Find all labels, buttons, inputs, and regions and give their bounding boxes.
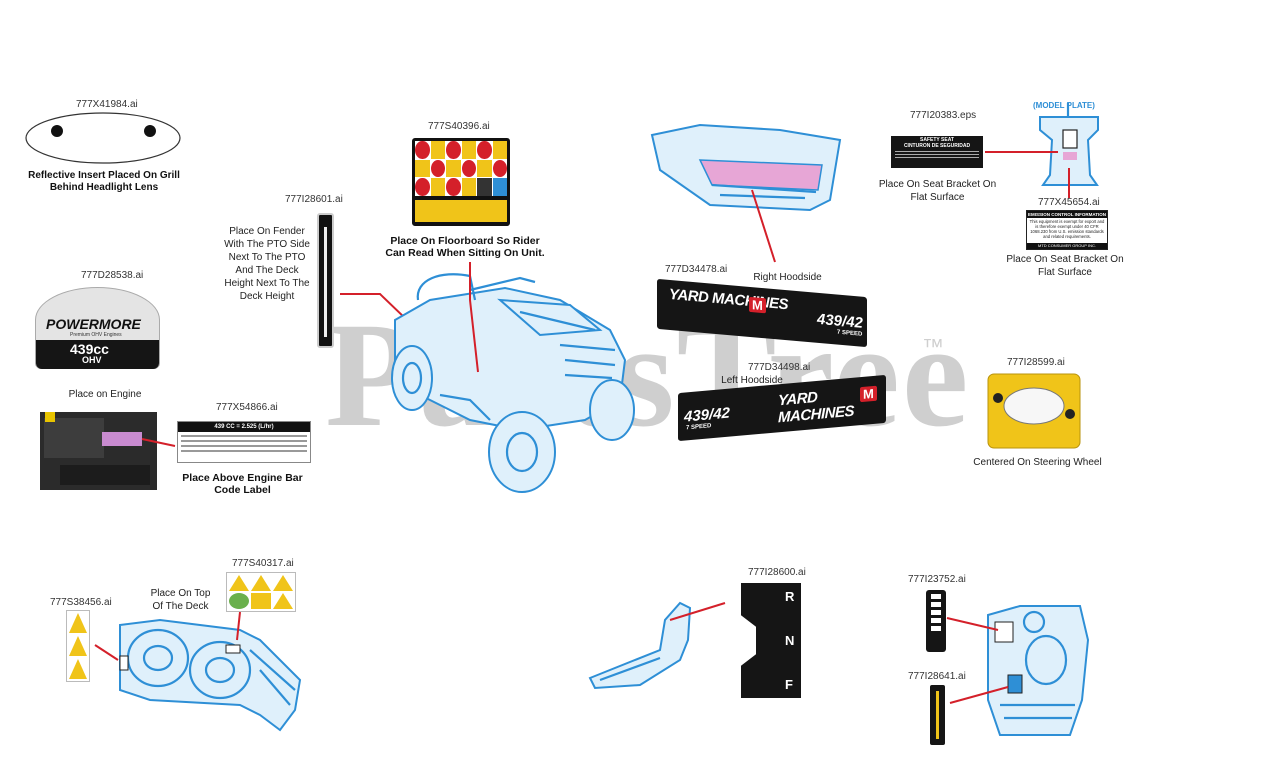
hood-illustration (650, 123, 842, 212)
powermore-caption: Place on Engine (68, 389, 142, 400)
powermore-brand: POWERMORE (46, 316, 141, 332)
powermore-ohv: OHV (82, 355, 102, 365)
fuel-caption: Place Above Engine Bar Code Label (182, 472, 303, 496)
deck-top-code: 777S40317.ai (232, 558, 294, 569)
seat-caption: Place On Seat Bracket On Flat Surface (878, 179, 997, 203)
deck-illustration (119, 618, 302, 732)
left-hoodside-model: 439/42 (684, 404, 730, 426)
fuel-code: 777X54866.ai (216, 402, 278, 413)
deck-top-caption: Place On Top Of The Deck (150, 588, 211, 612)
trademark-symbol: ™ (922, 334, 944, 359)
emission-title: EMISSION CONTROL INFORMATION (1027, 211, 1107, 218)
reflective-dot-right (144, 125, 156, 137)
right-hoodside-brand: YARD MACHINES (669, 285, 789, 314)
right-hoodside-code: 777D34478.ai (665, 264, 728, 275)
left-hoodside-code: 777D34498.ai (748, 362, 811, 373)
powermore-code: 777D28538.ai (81, 270, 144, 281)
fender-decal (317, 213, 334, 348)
seat-title: SAFETY SEAT (920, 137, 954, 143)
seat-code: 777I20383.eps (910, 110, 977, 121)
dash-upper-decal (926, 590, 946, 652)
powermore-sub: Premium OHV Engines (70, 332, 122, 338)
fuel-header: 439 CC = 2.525 (L/hr) (178, 422, 310, 432)
reflective-caption: Reflective Insert Placed On Grill Behind… (28, 170, 180, 193)
emission-body: This equipment is exempt for export and … (1029, 219, 1105, 239)
tractor-illustration (391, 273, 635, 493)
deck-top-decal (226, 572, 296, 612)
fuel-decal: 439 CC = 2.525 (L/hr) (177, 421, 311, 463)
emission-caption: Place On Seat Bracket On Flat Surface (1006, 254, 1124, 278)
reflective-dot-left (51, 125, 63, 137)
seat-decal: SAFETY SEAT CINTURON DE SEGURIDAD (891, 136, 983, 168)
dash-upper-code: 777I23752.ai (908, 574, 966, 585)
emission-decal: EMISSION CONTROL INFORMATION This equipm… (1026, 210, 1108, 250)
left-hoodside-badge: M (860, 385, 877, 403)
steering-caption: Centered On Steering Wheel (973, 457, 1102, 468)
floorboard-caption: Place On Floorboard So Rider Can Read Wh… (385, 235, 545, 259)
deck-side-decal (66, 610, 90, 682)
right-hoodside-model: 439/42 (817, 310, 863, 332)
steering-decal (987, 373, 1081, 449)
reflective-insert-oval (25, 112, 181, 164)
floorboard-code: 777S40396.ai (428, 121, 490, 132)
reflective-code: 777X41984.ai (76, 99, 138, 110)
left-hoodside-caption: Left Hoodside (721, 375, 783, 386)
floorboard-decal (412, 138, 510, 226)
shift-n: N (785, 633, 795, 648)
powermore-size: 439cc (70, 341, 109, 357)
engine-photo (40, 412, 157, 490)
dash-panel-illustration (987, 605, 1090, 736)
model-plate-drawing (1039, 103, 1099, 186)
right-hoodside-badge: M (749, 296, 766, 314)
shift-r: R (785, 589, 795, 604)
right-hoodside-caption: Right Hoodside (753, 272, 822, 283)
left-hoodside-speed: 7 SPEED (686, 423, 712, 432)
powermore-decal: POWERMORE Premium OHV Engines 439cc OHV (35, 287, 160, 369)
fender-code: 777I28601.ai (285, 194, 343, 205)
model-plate-label: (MODEL PLATE) (1033, 101, 1095, 110)
shift-code: 777I28600.ai (748, 567, 806, 578)
deck-side-code: 777S38456.ai (50, 597, 112, 608)
dash-lower-code: 777I28641.ai (908, 671, 966, 682)
right-hoodside-speed: 7 SPEED (837, 329, 863, 338)
emission-code: 777X45654.ai (1038, 197, 1100, 208)
dash-lower-decal (930, 685, 945, 745)
seat-subtitle: CINTURON DE SEGURIDAD (903, 143, 971, 149)
pedal-illustration (588, 601, 692, 690)
emission-footer: MTD CONSUMER GROUP INC. (1027, 243, 1107, 249)
shift-f: F (785, 677, 793, 692)
steering-code: 777I28599.ai (1007, 357, 1065, 368)
fender-caption: Place On Fender With The PTO Side Next T… (224, 226, 310, 302)
